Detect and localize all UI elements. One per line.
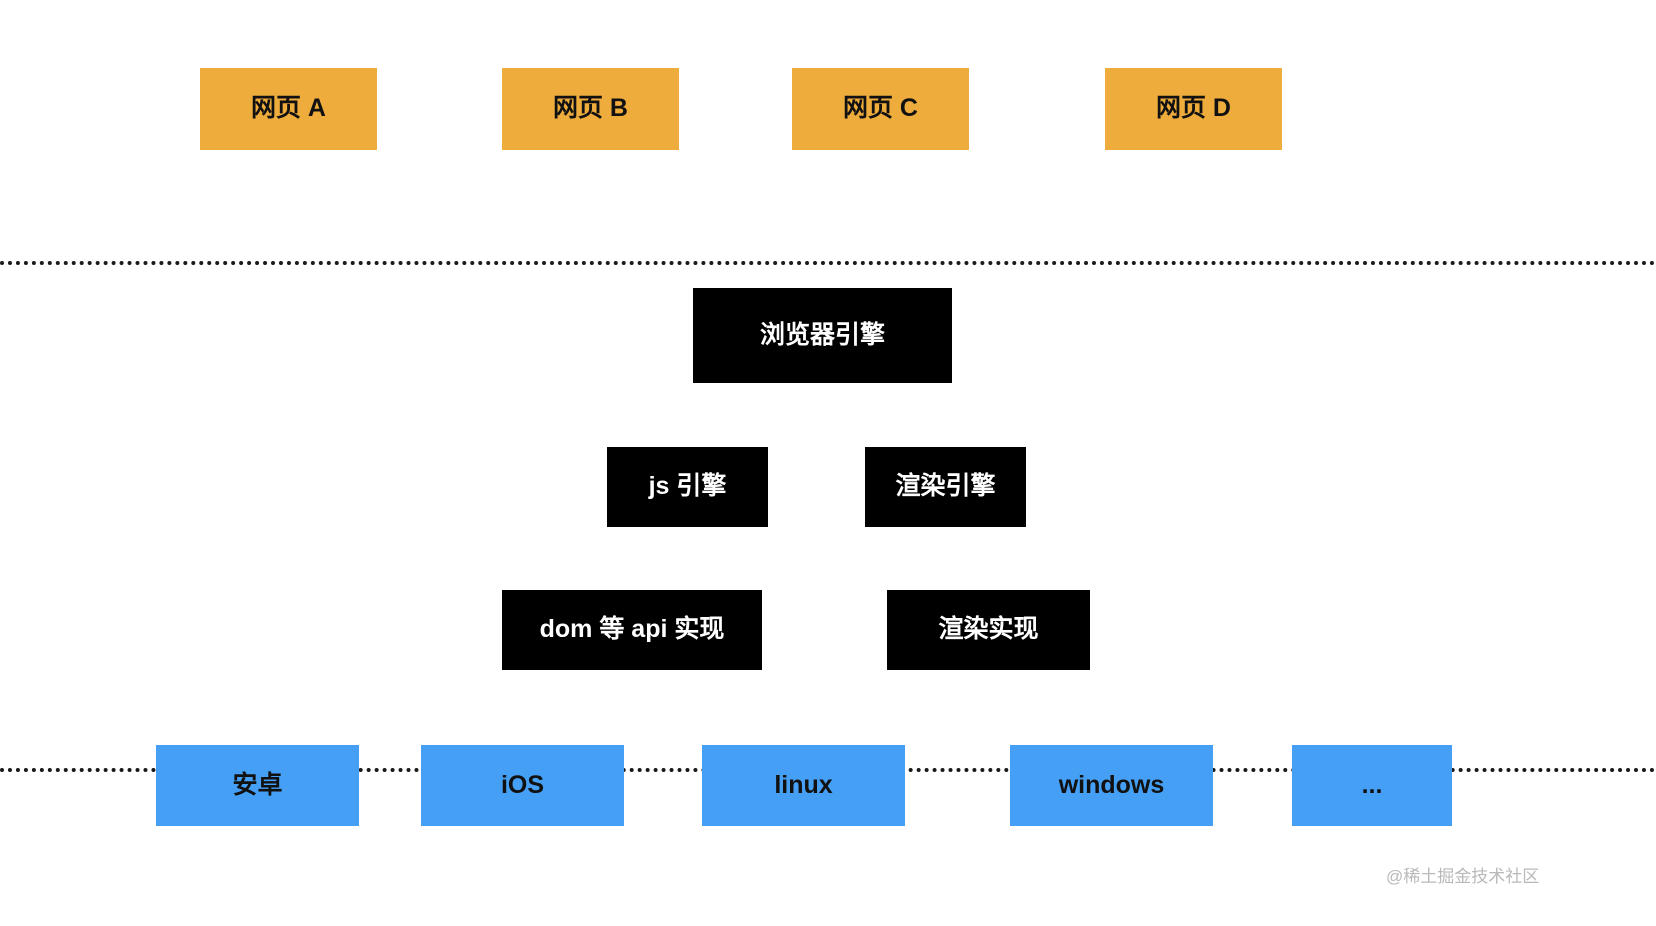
browser-engine-box: 浏览器引擎 (693, 288, 952, 383)
divider-top (0, 261, 1656, 265)
os-box-ios: iOS (421, 745, 624, 826)
web-page-box-d: 网页 D (1105, 68, 1282, 150)
dom-api-implementation-box: dom 等 api 实现 (502, 590, 762, 670)
render-engine-box: 渲染引擎 (865, 447, 1026, 527)
os-box-linux: linux (702, 745, 905, 826)
web-page-box-c: 网页 C (792, 68, 969, 150)
watermark: @稀土掘金技术社区 (1386, 867, 1540, 886)
render-implementation-box: 渲染实现 (887, 590, 1090, 670)
web-page-box-a: 网页 A (200, 68, 377, 150)
os-box-windows: windows (1010, 745, 1213, 826)
os-box-android: 安卓 (156, 745, 359, 826)
os-box-more: ... (1292, 745, 1452, 826)
web-page-box-b: 网页 B (502, 68, 679, 150)
js-engine-box: js 引擎 (607, 447, 768, 527)
